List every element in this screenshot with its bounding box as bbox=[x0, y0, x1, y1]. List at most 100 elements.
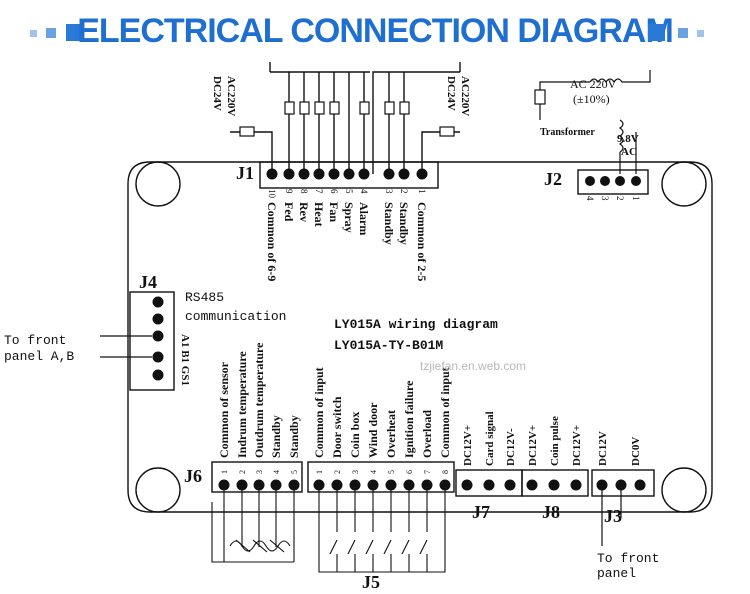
banner-square-icon bbox=[46, 28, 56, 38]
j4-pin bbox=[152, 351, 164, 363]
banner-square-icon bbox=[648, 24, 665, 41]
transformer-coil bbox=[589, 70, 651, 84]
j8-name: J8 bbox=[542, 502, 560, 522]
j5-pin-label: Wind door bbox=[366, 402, 380, 458]
transformer-tolerance: (±10%) bbox=[573, 92, 610, 106]
j1-pin-number: 2 bbox=[399, 189, 409, 194]
j6-pin-number: 1 bbox=[220, 470, 229, 474]
j3-connector bbox=[591, 469, 655, 497]
j1-left-supply-bottom: DC24V bbox=[211, 76, 223, 111]
j1-pin-label: Fed bbox=[282, 202, 296, 222]
j5-pin bbox=[403, 479, 415, 491]
j1-pin-number: 10 bbox=[267, 189, 277, 199]
j4-pins-label: A1 B1 GS1 bbox=[179, 334, 191, 386]
j6-pin-number: 5 bbox=[290, 470, 299, 474]
j2-pin-number: 1 bbox=[631, 196, 641, 201]
j5-pin bbox=[385, 479, 397, 491]
j6-pin bbox=[218, 479, 230, 491]
j3-pin bbox=[615, 479, 627, 491]
fuse bbox=[384, 101, 395, 115]
j5-pin-number: 1 bbox=[315, 470, 324, 474]
j2-pin bbox=[600, 176, 610, 186]
j2-pin bbox=[585, 176, 595, 186]
j6-pin bbox=[288, 479, 300, 491]
j6-pin-number: 4 bbox=[272, 470, 281, 474]
j5-pin-label: Overheat bbox=[384, 410, 398, 458]
mount-hole bbox=[135, 467, 181, 513]
j5-connector bbox=[307, 461, 455, 493]
j8-pin-label: Coin pulse bbox=[549, 416, 561, 466]
j1-pin bbox=[416, 168, 428, 180]
j1-wire bbox=[288, 71, 370, 174]
j8-pin bbox=[548, 479, 560, 491]
banner-square-icon bbox=[30, 30, 37, 37]
j7-pin-labels: DC12V+ Card signal DC12V- bbox=[462, 411, 517, 466]
j7-pin-label: DC12V+ bbox=[462, 425, 474, 466]
j1-pin bbox=[398, 168, 410, 180]
j1-pin bbox=[298, 168, 310, 180]
j3-side-label-line2: panel bbox=[597, 566, 636, 581]
j2-name: J2 bbox=[544, 169, 562, 189]
j7-pin bbox=[461, 479, 473, 491]
j1-pin-label: Standby bbox=[397, 202, 411, 245]
transformer-label: Transformer bbox=[540, 127, 595, 138]
j5-pin-number: 4 bbox=[369, 470, 378, 474]
j5-pin-number: 5 bbox=[387, 470, 396, 474]
j4-connector bbox=[129, 291, 175, 391]
j7-pin-label: DC12V- bbox=[505, 428, 517, 466]
j6-sensor-wiring bbox=[211, 490, 295, 563]
j1-right-supply-bottom: DC24V bbox=[445, 76, 457, 111]
j5-pin bbox=[331, 479, 343, 491]
j1-pin-number: 4 bbox=[359, 189, 369, 194]
j3-pin-label: DC12V bbox=[597, 431, 609, 466]
j5-pin bbox=[439, 479, 451, 491]
j3-pin-label: DC0V bbox=[630, 437, 642, 466]
j6-pin-label: Outdrum temperature bbox=[252, 342, 266, 458]
mount-hole bbox=[135, 161, 181, 207]
j6-pin-label: Common of sensor bbox=[217, 361, 231, 458]
j1-pin-label: Common of 2-5 bbox=[415, 202, 429, 281]
j5-pin-number: 3 bbox=[351, 470, 360, 474]
j3-side-label-line1: To front bbox=[597, 551, 659, 566]
j5-pin-label: Common of input bbox=[312, 367, 326, 458]
banner-square-icon bbox=[678, 28, 688, 38]
j1-pin-label: Spray bbox=[342, 202, 356, 233]
j1-pin-number: 3 bbox=[384, 189, 394, 194]
j1-pin bbox=[328, 168, 340, 180]
j3-name: J3 bbox=[604, 506, 622, 526]
j4-label-line1: RS485 bbox=[185, 290, 224, 305]
j5-pin bbox=[313, 479, 325, 491]
j2-pin-number: 2 bbox=[615, 196, 625, 201]
page-title: ELECTRICAL CONNECTION DIAGRAM bbox=[77, 12, 674, 50]
j2-connector bbox=[577, 169, 649, 195]
j1-wire bbox=[421, 131, 460, 174]
j4-pin bbox=[152, 330, 164, 342]
j8-pin bbox=[526, 479, 538, 491]
j7-name: J7 bbox=[472, 502, 490, 522]
fuse bbox=[534, 89, 546, 105]
j1-pin bbox=[313, 168, 325, 180]
header-banner: ELECTRICAL CONNECTION DIAGRAM bbox=[0, 0, 750, 62]
j5-pin-label: Door switch bbox=[330, 396, 344, 458]
j1-pin-number: 9 bbox=[284, 189, 294, 194]
j7-pin-label: Card signal bbox=[484, 411, 496, 466]
watermark-text: tzjiefan.en.web.com bbox=[420, 359, 527, 373]
j6-pin-label: Indrum temperature bbox=[235, 351, 249, 458]
j5-pin bbox=[367, 479, 379, 491]
j8-pin-label: DC12V+ bbox=[527, 425, 539, 466]
j6-pin bbox=[236, 479, 248, 491]
fuse bbox=[239, 126, 255, 137]
j6-name: J6 bbox=[184, 466, 202, 486]
j4-side-label-line1: To front bbox=[4, 333, 66, 348]
j1-pin-label: Common of 6-9 bbox=[265, 202, 279, 281]
j6-connector bbox=[211, 461, 303, 493]
fuse bbox=[399, 101, 410, 115]
j1-pin bbox=[358, 168, 370, 180]
j1-name: J1 bbox=[236, 163, 254, 183]
j3-pin bbox=[596, 479, 608, 491]
j1-pin bbox=[283, 168, 295, 180]
